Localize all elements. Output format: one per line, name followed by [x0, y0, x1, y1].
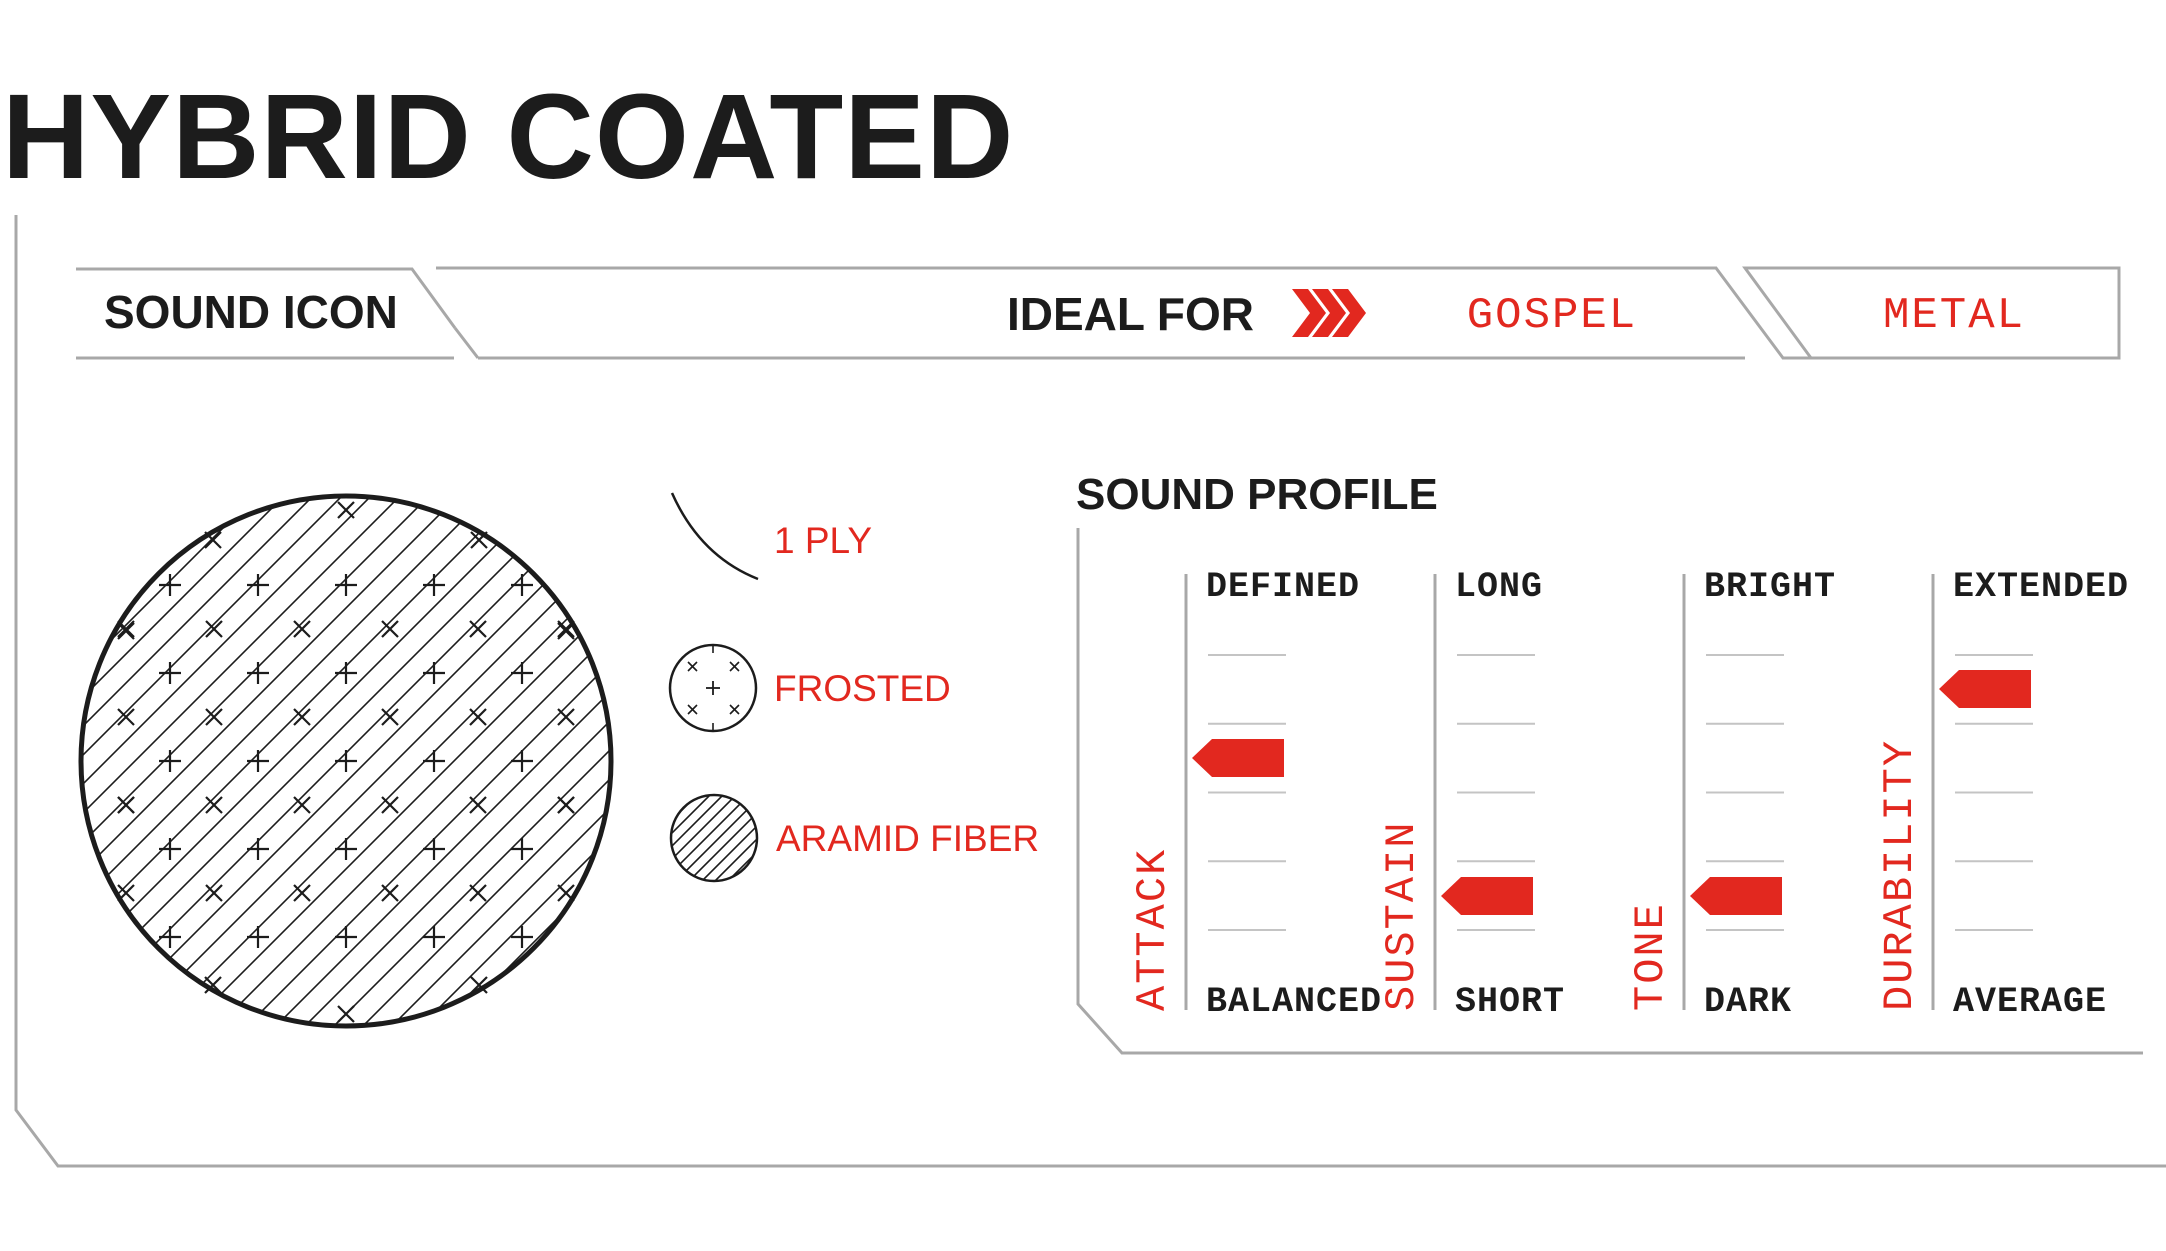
- meter-bottom-label-tone: DARK: [1704, 982, 1792, 1022]
- meter-top-label-tone: BRIGHT: [1704, 567, 1836, 607]
- meter-marker-sustain: [1441, 877, 1533, 915]
- legend-frosted-label: FROSTED: [774, 668, 951, 709]
- genre-metal: METAL: [1883, 291, 2025, 341]
- meter-label-durability: DURABILITY: [1876, 739, 1924, 1011]
- page-title: HYBRID COATED: [2, 68, 1014, 204]
- meter-marker-attack: [1192, 739, 1284, 777]
- meter-marker-tone: [1690, 877, 1782, 915]
- sound-icon-label: SOUND ICON: [104, 286, 398, 338]
- legend-aramid-label: ARAMID FIBER: [776, 818, 1039, 859]
- legend-ply-label: 1 PLY: [774, 520, 872, 561]
- header-bar: SOUND ICON IDEAL FOR GOSPEL METAL: [76, 266, 2121, 360]
- meter-attack: DEFINED BALANCED ATTACK: [1129, 567, 1382, 1022]
- meter-sustain: LONG SHORT SUSTAIN: [1378, 567, 1565, 1022]
- header-tab-sound-icon: [76, 267, 457, 329]
- meter-top-label-sustain: LONG: [1455, 567, 1543, 607]
- header-frame-lines: [436, 266, 2121, 360]
- legend: 1 PLY FROSTED ARAMID FIBER: [668, 492, 1039, 883]
- meter-bottom-label-durability: AVERAGE: [1953, 982, 2107, 1022]
- meter-bottom-label-attack: BALANCED: [1206, 982, 1382, 1022]
- frosted-marks-pattern: [117, 501, 575, 1023]
- sound-profile-frame: [1076, 528, 2143, 1055]
- outer-frame: [14, 215, 2166, 1168]
- meter-label-sustain: SUSTAIN: [1378, 821, 1426, 1011]
- meter-tone: BRIGHT DARK TONE: [1627, 567, 1836, 1022]
- meter-durability: EXTENDED AVERAGE DURABILITY: [1876, 567, 2129, 1022]
- genre-gospel: GOSPEL: [1467, 291, 1637, 341]
- meter-label-tone: TONE: [1627, 902, 1675, 1011]
- ideal-for-label: IDEAL FOR: [1007, 288, 1254, 340]
- ply-arc-icon: [670, 492, 759, 581]
- meter-marker-durability: [1939, 670, 2031, 708]
- sound-profile-title: SOUND PROFILE: [1076, 470, 1438, 519]
- meter-bottom-label-sustain: SHORT: [1455, 982, 1565, 1022]
- frosted-icon: [668, 643, 758, 733]
- drumhead-outline: [78, 493, 614, 1029]
- drumhead-diagram: [78, 493, 614, 1029]
- chevron-right-icon: [1292, 289, 1366, 337]
- meter-top-label-durability: EXTENDED: [1953, 567, 2129, 607]
- sound-profile: SOUND PROFILE DEFINED BALANCED ATTACK LONG S…: [1076, 470, 2143, 1055]
- meter-top-label-attack: DEFINED: [1206, 567, 1360, 607]
- meter-label-attack: ATTACK: [1129, 848, 1177, 1011]
- sound-profile-meters: DEFINED BALANCED ATTACK LONG SHORT SUSTAIN BRI…: [1129, 567, 2129, 1022]
